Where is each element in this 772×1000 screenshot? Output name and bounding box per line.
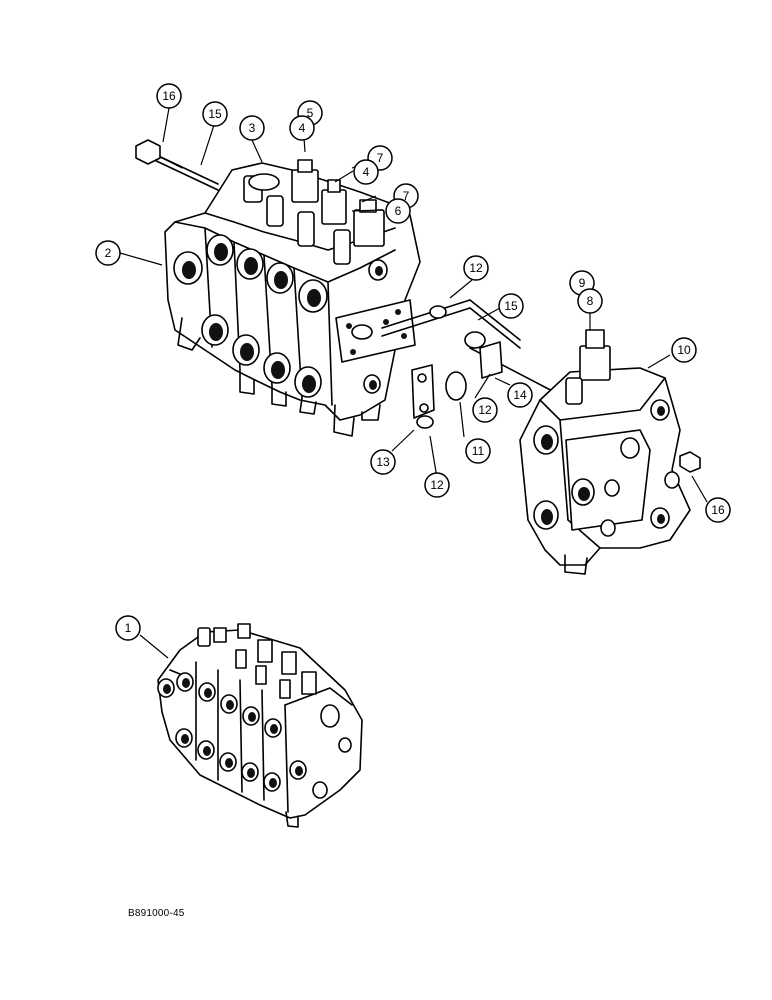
svg-text:16: 16 bbox=[711, 503, 725, 517]
lower-ports bbox=[201, 314, 381, 398]
svg-text:7: 7 bbox=[403, 189, 410, 203]
callout-8: 8 bbox=[577, 288, 603, 314]
callout-15-upper: 15 bbox=[202, 101, 228, 127]
svg-text:7: 7 bbox=[377, 151, 384, 165]
svg-text:14: 14 bbox=[513, 388, 527, 402]
svg-text:12: 12 bbox=[478, 403, 492, 417]
callout-11: 11 bbox=[465, 438, 491, 464]
upper-ports bbox=[173, 234, 388, 313]
svg-text:9: 9 bbox=[579, 276, 586, 290]
svg-text:3: 3 bbox=[249, 121, 256, 135]
main-valve-body bbox=[164, 159, 421, 437]
svg-text:12: 12 bbox=[469, 261, 483, 275]
svg-text:5: 5 bbox=[307, 106, 314, 120]
svg-text:16: 16 bbox=[162, 89, 176, 103]
svg-text:15: 15 bbox=[208, 107, 222, 121]
callout-4-lower: 4 bbox=[353, 159, 379, 185]
svg-text:15: 15 bbox=[504, 299, 518, 313]
callout-16-right: 16 bbox=[705, 497, 731, 523]
assembled-caps bbox=[197, 623, 317, 699]
callout-14: 14 bbox=[507, 382, 533, 408]
callouts: 16 15 3 5 4 7 4 7 bbox=[95, 83, 731, 641]
seal-parts bbox=[411, 305, 503, 429]
assembled-ports bbox=[157, 672, 352, 799]
callout-12-middle: 12 bbox=[472, 397, 498, 423]
spool-caps bbox=[243, 173, 351, 265]
svg-text:10: 10 bbox=[677, 343, 691, 357]
callout-2: 2 bbox=[95, 240, 121, 266]
nut-16-right bbox=[679, 451, 701, 473]
tie-rod-lower bbox=[381, 299, 561, 396]
callout-13: 13 bbox=[370, 449, 396, 475]
svg-text:2: 2 bbox=[105, 246, 112, 260]
assembled-valve bbox=[157, 623, 363, 828]
callout-16-upper-left: 16 bbox=[156, 83, 182, 109]
callout-15-lower: 15 bbox=[498, 293, 524, 319]
end-plate bbox=[335, 299, 416, 363]
svg-text:13: 13 bbox=[376, 455, 390, 469]
figure-reference: B891000-45 bbox=[128, 908, 185, 919]
svg-text:8: 8 bbox=[587, 294, 594, 308]
callout-10: 10 bbox=[671, 337, 697, 363]
callout-3: 3 bbox=[239, 115, 265, 141]
callout-12-bottom: 12 bbox=[424, 472, 450, 498]
svg-text:12: 12 bbox=[430, 478, 444, 492]
svg-text:6: 6 bbox=[395, 204, 402, 218]
callout-4-upper: 4 bbox=[289, 115, 315, 141]
callout-12-top: 12 bbox=[463, 255, 489, 281]
svg-text:4: 4 bbox=[299, 121, 306, 135]
callout-1: 1 bbox=[115, 615, 141, 641]
svg-text:11: 11 bbox=[472, 444, 485, 458]
relief-valves bbox=[291, 159, 385, 247]
svg-text:1: 1 bbox=[125, 621, 132, 635]
callout-6: 6 bbox=[385, 198, 411, 224]
tie-rod-upper bbox=[135, 139, 219, 191]
svg-text:4: 4 bbox=[363, 165, 370, 179]
end-section-valve bbox=[519, 329, 701, 575]
